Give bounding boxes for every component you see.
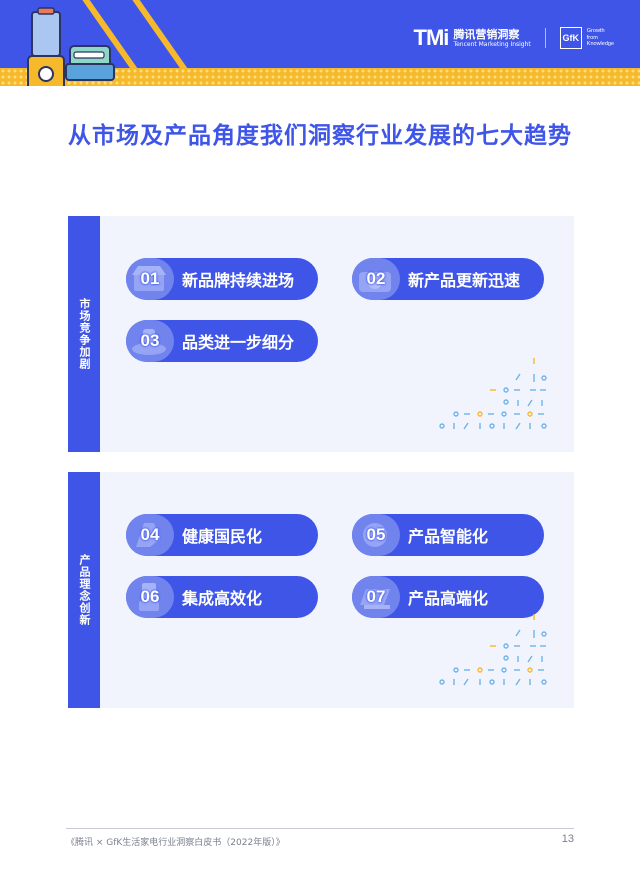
logo-divider bbox=[544, 28, 546, 48]
health-icon bbox=[136, 523, 160, 547]
trend-item-07: 07 产品高端化 bbox=[352, 576, 544, 618]
blender-icon bbox=[139, 583, 159, 611]
trend-badge: 07 bbox=[352, 576, 400, 618]
trend-number: 04 bbox=[140, 525, 160, 544]
gfk-tagline-line: from bbox=[586, 34, 598, 41]
trend-number: 02 bbox=[366, 269, 386, 288]
trend-badge: 06 bbox=[126, 576, 174, 618]
trend-label: 新品牌持续进场 bbox=[182, 271, 295, 290]
trend-item-05: 05 产品智能化 bbox=[352, 514, 544, 556]
decorative-symbol-pattern bbox=[439, 614, 547, 686]
trend-badge: 03 bbox=[126, 320, 174, 362]
trend-item-04: 04 健康国民化 bbox=[126, 514, 318, 556]
trend-label: 产品智能化 bbox=[408, 527, 489, 546]
page-title: 从市场及产品角度我们洞察行业发展的七大趋势 bbox=[68, 123, 572, 149]
trend-number: 07 bbox=[366, 587, 386, 606]
smart-device-icon bbox=[363, 523, 387, 547]
trend-label: 品类进一步细分 bbox=[182, 333, 295, 352]
trend-item-03: 03 品类进一步细分 bbox=[126, 320, 318, 362]
page-number: 13 bbox=[561, 833, 574, 845]
trend-badge: 04 bbox=[126, 514, 174, 556]
tmi-name-cn: 腾讯营销洞察 bbox=[453, 27, 520, 41]
section-label: 产品理念创新 bbox=[78, 554, 91, 626]
gfk-tagline-line: Knowledge bbox=[586, 41, 614, 48]
tmi-logo: TMi bbox=[413, 25, 450, 50]
section-label: 市场竞争加剧 bbox=[78, 298, 91, 370]
header-dot-strip bbox=[0, 68, 640, 86]
section-tab: 市场竞争加剧 bbox=[68, 216, 100, 452]
trend-label: 健康国民化 bbox=[182, 527, 263, 546]
trend-number: 01 bbox=[140, 269, 160, 288]
footer-divider bbox=[66, 828, 574, 829]
tmi-wordmark: 腾讯营销洞察 Tencent Marketing Insight bbox=[453, 28, 530, 49]
section-tab: 产品理念创新 bbox=[68, 472, 100, 708]
trend-number: 06 bbox=[140, 587, 160, 606]
trend-item-02: 02 新产品更新迅速 bbox=[352, 258, 544, 300]
robot-vacuum-icon bbox=[132, 329, 166, 355]
decorative-symbol-pattern bbox=[439, 358, 547, 430]
appliance-illustration bbox=[27, 7, 115, 86]
trend-badge: 02 bbox=[352, 258, 400, 300]
trend-number: 03 bbox=[140, 331, 160, 350]
trend-label: 集成高效化 bbox=[182, 589, 263, 608]
trend-badge: 05 bbox=[352, 514, 400, 556]
footer-citation: 《腾讯 × GfK生活家电行业洞察白皮书（2022年版）》 bbox=[66, 838, 285, 848]
partner-logos: TMi 腾讯营销洞察 Tencent Marketing Insight GfK… bbox=[414, 20, 614, 56]
trend-badge: 01 bbox=[126, 258, 174, 300]
gfk-tagline-line: Growth bbox=[586, 28, 605, 35]
trend-item-01: 01 新品牌持续进场 bbox=[126, 258, 318, 300]
premium-device-icon bbox=[360, 589, 390, 609]
header-band: TMi 腾讯营销洞察 Tencent Marketing Insight GfK… bbox=[0, 0, 640, 86]
section-market-competition: 市场竞争加剧 01 新品牌持续进场 02 新产品更新迅速 03 bbox=[68, 216, 574, 452]
tmi-name-en: Tencent Marketing Insight bbox=[453, 40, 531, 48]
section-product-innovation: 产品理念创新 04 健康国民化 05 产品智能化 06 集成高效 bbox=[68, 472, 574, 708]
gfk-logo: GfK bbox=[559, 27, 582, 49]
trend-label: 产品高端化 bbox=[408, 589, 489, 608]
trend-number: 05 bbox=[366, 525, 386, 544]
trend-label: 新产品更新迅速 bbox=[408, 271, 521, 290]
trend-item-06: 06 集成高效化 bbox=[126, 576, 318, 618]
gfk-tagline: Growth from Knowledge bbox=[587, 28, 614, 48]
camera-icon bbox=[359, 272, 391, 292]
store-icon bbox=[132, 266, 166, 291]
